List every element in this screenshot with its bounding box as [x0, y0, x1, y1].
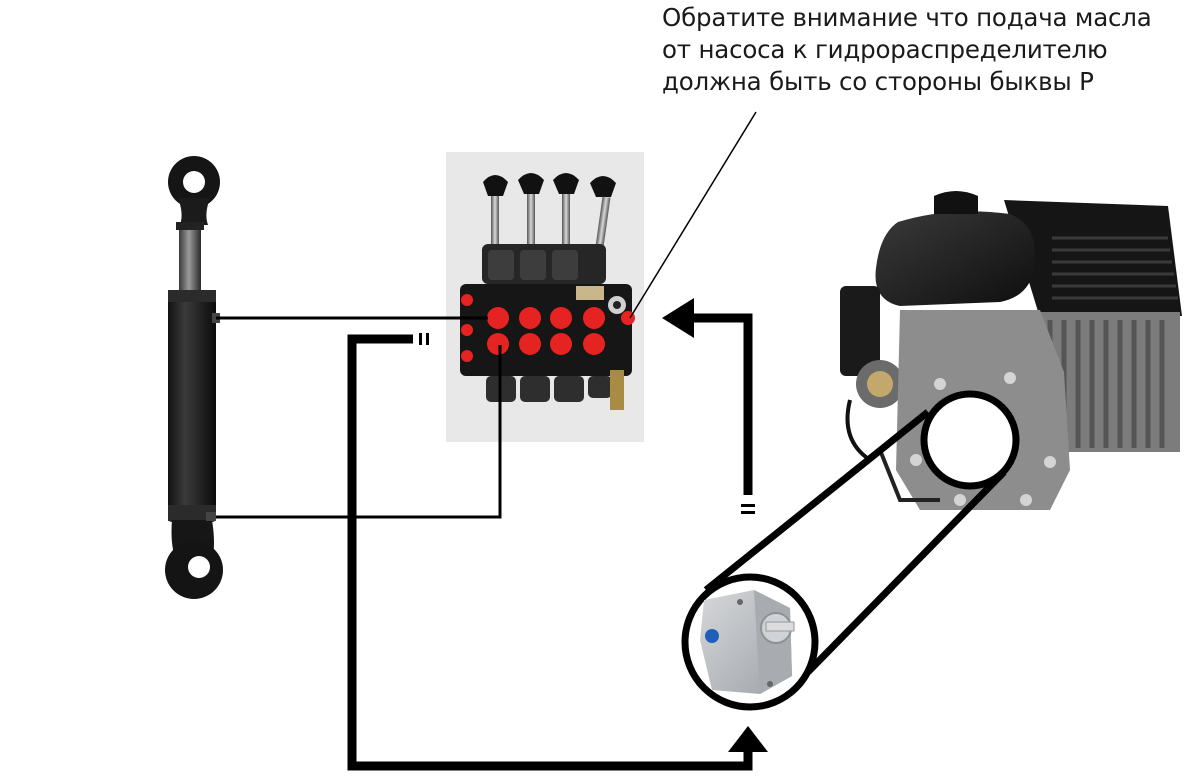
thin-hoses	[216, 316, 502, 519]
line-break-marks	[419, 333, 755, 514]
annotation-line-3: должна быть со стороны быквы Р	[662, 67, 1094, 96]
arrow-to-valve	[662, 298, 694, 338]
engine-shaft-circle	[920, 390, 1020, 490]
belt-lines	[703, 409, 1007, 675]
valve-ports	[461, 294, 635, 362]
gear-pump	[681, 573, 819, 711]
annotation-note: Обратите внимание что подача масла от на…	[662, 2, 1162, 98]
arrow-to-pump	[728, 726, 768, 752]
annotation-line-2: от насоса к гидрораспределителю	[662, 35, 1108, 64]
valve-levers	[483, 173, 616, 248]
annotation-leader-line	[629, 111, 757, 319]
thick-hoses	[347, 313, 753, 771]
hydraulic-cylinder	[165, 156, 223, 599]
annotation-line-1: Обратите внимание что подача масла	[662, 3, 1152, 32]
control-valve	[446, 152, 644, 442]
engine	[840, 191, 1182, 510]
